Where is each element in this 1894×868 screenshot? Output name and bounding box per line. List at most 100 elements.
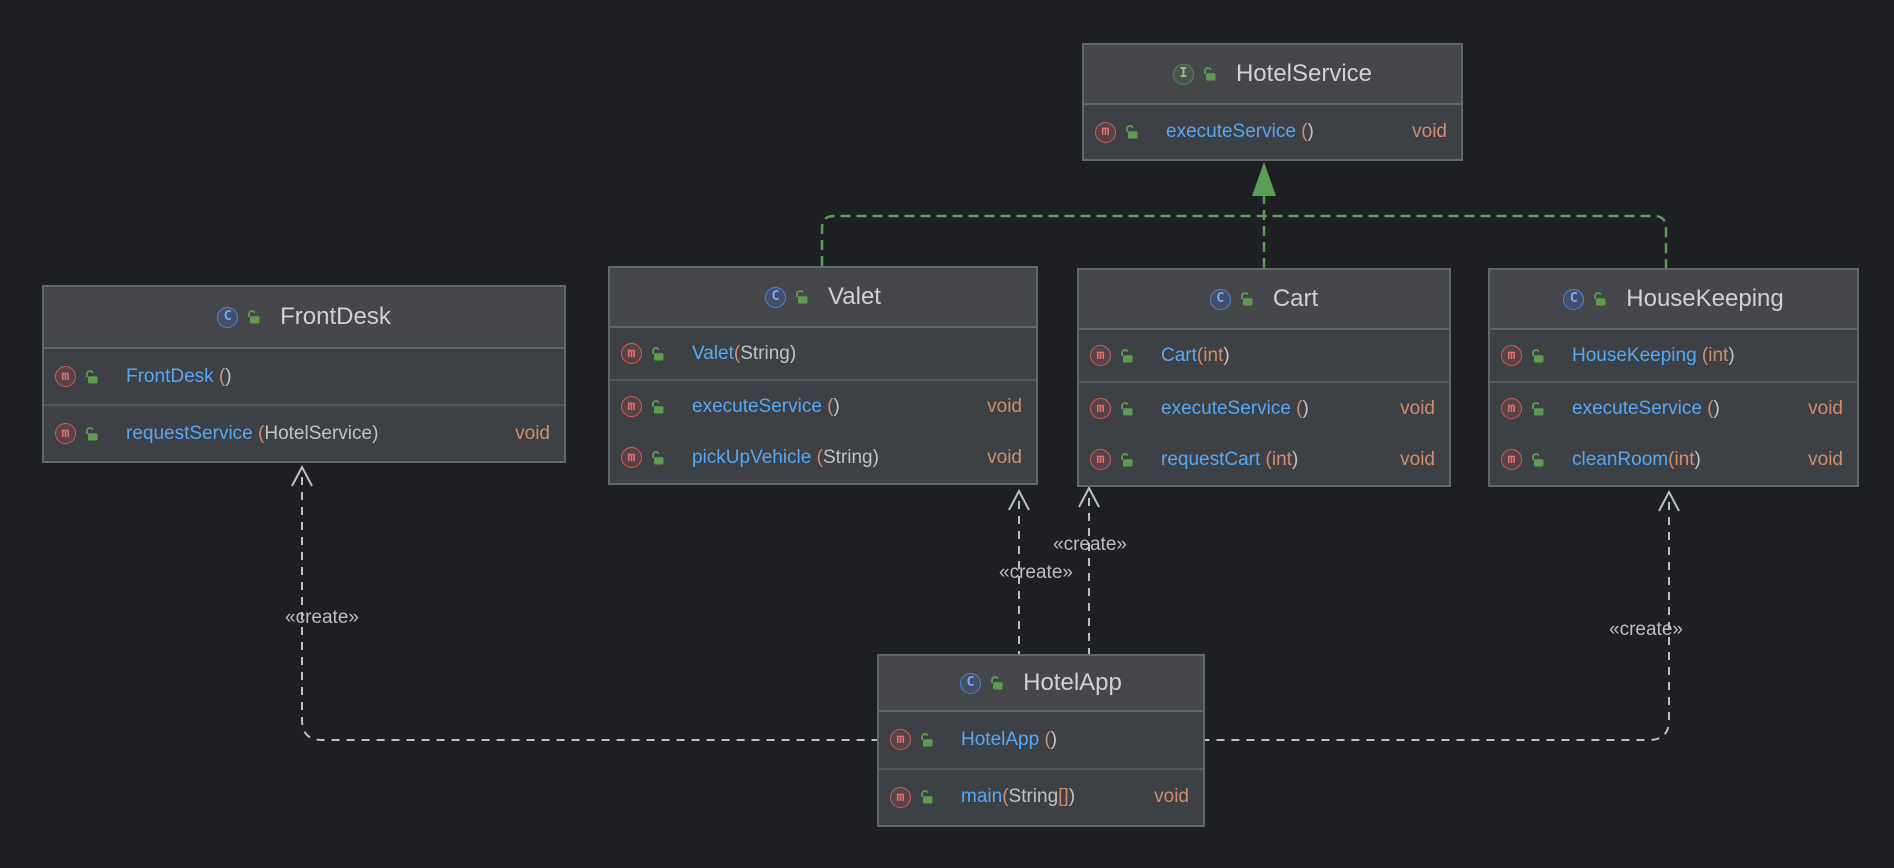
method-signature: executeService ()	[692, 395, 840, 417]
class-header[interactable]: C HouseKeeping	[1490, 270, 1857, 330]
lock-open-icon	[921, 790, 933, 804]
method-signature: main(String[])	[961, 786, 1076, 808]
class-box-hotelapp[interactable]: C HotelApp m HotelApp () m main(String[]…	[877, 654, 1205, 827]
member-row[interactable]: m executeService () void	[1079, 381, 1449, 434]
lock-open-icon	[1121, 348, 1133, 362]
realization-edge-valet-housekeeping[interactable]	[820, 214, 1668, 268]
return-type: void	[1412, 121, 1447, 142]
method-signature: executeService ()	[1572, 397, 1720, 419]
class-header[interactable]: C HotelApp	[879, 656, 1203, 712]
lock-open-icon	[1532, 348, 1544, 362]
class-box-frontdesk[interactable]: C FrontDesk m FrontDesk () m requestServ…	[42, 285, 566, 463]
class-icon: C	[960, 672, 982, 694]
method-icon: m	[1095, 121, 1116, 143]
return-type: void	[1808, 448, 1843, 470]
create-edge-housekeeping[interactable]	[1205, 489, 1680, 741]
method-icon: m	[55, 366, 76, 387]
class-name: HotelService	[1235, 60, 1373, 87]
member-row[interactable]: m pickUpVehicle (String) void	[610, 432, 1036, 483]
method-signature: executeService ()	[1161, 397, 1309, 419]
method-icon: m	[621, 396, 642, 417]
lock-open-icon	[248, 310, 260, 324]
create-edge-cart[interactable]	[1078, 485, 1100, 654]
lock-open-icon	[1126, 125, 1138, 139]
class-box-valet[interactable]: C Valet m Valet(String) m executeService…	[608, 266, 1038, 485]
class-icon: C	[1209, 288, 1231, 310]
class-name: HotelApp	[1023, 669, 1122, 696]
method-signature: FrontDesk ()	[126, 365, 232, 387]
lock-open-icon	[86, 369, 98, 383]
member-row[interactable]: m HotelApp ()	[879, 712, 1203, 768]
create-label-housekeeping: «create»	[1609, 619, 1683, 640]
lock-open-icon	[991, 676, 1003, 690]
method-icon: m	[1090, 398, 1111, 419]
class-header[interactable]: C Valet	[610, 268, 1036, 328]
class-header[interactable]: I HotelService	[1084, 45, 1461, 105]
method-signature: HouseKeeping (int)	[1572, 344, 1735, 366]
member-row[interactable]: m executeService () void	[1490, 381, 1857, 434]
member-row[interactable]: m main(String[]) void	[879, 767, 1203, 826]
create-label-frontdesk: «create»	[285, 607, 359, 628]
lock-open-icon	[1121, 401, 1133, 415]
member-row[interactable]: m HouseKeeping (int)	[1490, 330, 1857, 381]
class-box-cart[interactable]: C Cart m Cart(int) m executeService () v…	[1077, 268, 1451, 487]
realization-edge-group[interactable]	[820, 162, 1668, 268]
lock-open-icon	[1121, 452, 1133, 466]
lock-open-icon	[1532, 452, 1544, 466]
method-signature: HotelApp ()	[961, 728, 1058, 750]
method-signature: executeService ()	[1166, 121, 1314, 142]
class-icon: C	[1563, 288, 1585, 310]
method-signature: pickUpVehicle (String)	[692, 446, 879, 468]
method-icon: m	[55, 423, 76, 444]
interface-icon: I	[1172, 63, 1194, 85]
method-icon: m	[1501, 449, 1522, 470]
member-row[interactable]: m cleanRoom(int) void	[1490, 434, 1857, 485]
member-row[interactable]: m requestCart (int) void	[1079, 434, 1449, 485]
return-type: void	[1808, 397, 1843, 419]
create-edge-frontdesk[interactable]	[291, 464, 877, 741]
class-box-housekeeping[interactable]: C HouseKeeping m HouseKeeping (int) m ex…	[1488, 268, 1859, 487]
lock-open-icon	[921, 732, 933, 747]
create-arrowhead-icon	[1078, 485, 1100, 508]
method-signature: Valet(String)	[692, 342, 797, 364]
lock-open-icon	[652, 450, 664, 464]
method-signature: requestCart (int)	[1161, 448, 1299, 470]
method-icon: m	[1501, 345, 1522, 366]
return-type: void	[987, 395, 1022, 417]
return-type: void	[987, 446, 1022, 468]
class-header[interactable]: C FrontDesk	[44, 287, 564, 349]
lock-open-icon	[1594, 292, 1606, 306]
member-row[interactable]: m executeService () void	[1084, 105, 1461, 159]
create-label-valet: «create»	[999, 562, 1073, 583]
member-row[interactable]: m executeService () void	[610, 379, 1036, 432]
lock-open-icon	[86, 426, 98, 440]
class-icon: C	[765, 286, 787, 308]
class-header[interactable]: C Cart	[1079, 270, 1449, 330]
member-row[interactable]: m FrontDesk ()	[44, 349, 564, 404]
method-signature: requestService (HotelService)	[126, 422, 379, 444]
class-name: Valet	[828, 283, 881, 310]
return-type: void	[1400, 448, 1435, 470]
method-icon: m	[1501, 398, 1522, 419]
class-icon: C	[217, 306, 239, 328]
lock-open-icon	[1240, 292, 1253, 306]
lock-open-icon	[1532, 401, 1544, 415]
method-icon: m	[890, 786, 911, 808]
class-name: FrontDesk	[280, 303, 391, 330]
lock-open-icon	[652, 346, 664, 360]
create-arrowhead-icon	[291, 464, 313, 487]
member-row[interactable]: m Cart(int)	[1079, 330, 1449, 381]
member-row[interactable]: m requestService (HotelService) void	[44, 404, 564, 461]
method-icon: m	[1090, 449, 1111, 470]
class-box-hotelservice[interactable]: I HotelService m executeService () void	[1082, 43, 1463, 161]
return-type: void	[515, 422, 550, 444]
method-icon: m	[890, 729, 911, 751]
create-arrowhead-icon	[1008, 488, 1030, 511]
return-type: void	[1154, 786, 1189, 808]
member-row[interactable]: m Valet(String)	[610, 328, 1036, 379]
create-arrowhead-icon	[1658, 489, 1680, 512]
method-signature: cleanRoom(int)	[1572, 448, 1701, 470]
method-icon: m	[621, 343, 642, 364]
method-icon: m	[621, 447, 642, 468]
